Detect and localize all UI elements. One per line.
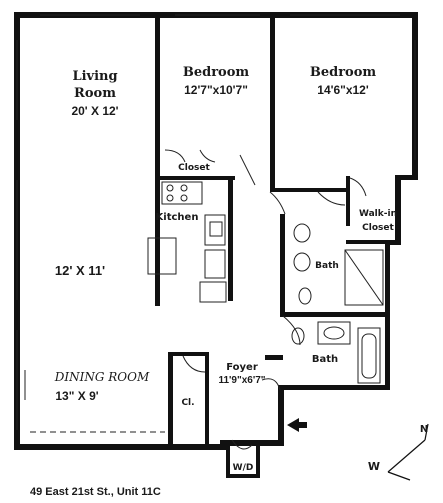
living-room-label-2: Room bbox=[74, 86, 116, 101]
bedroom1-label: Bedroom bbox=[183, 65, 250, 80]
bedroom1-size: 12'7"x10'7" bbox=[184, 83, 248, 97]
walkin-closet-label-2: Closet bbox=[362, 223, 394, 233]
bath1-label: Bath bbox=[315, 261, 339, 271]
closet-label: Closet bbox=[178, 163, 210, 173]
address-label: 49 East 21st St., Unit 11C bbox=[30, 486, 161, 498]
bath2-fixtures bbox=[291, 321, 381, 384]
kitchen-fixtures bbox=[147, 181, 227, 303]
dining-room-size: 13" X 9' bbox=[55, 389, 98, 403]
living-room-label-1: Living bbox=[72, 69, 117, 84]
wd-label: W/D bbox=[233, 463, 254, 473]
interior-walls bbox=[155, 12, 396, 478]
bedroom2-size: 14'6"x12' bbox=[317, 83, 369, 97]
entry-arrow-icon bbox=[287, 418, 307, 432]
cl-label: Cl. bbox=[181, 398, 194, 408]
compass-icon bbox=[387, 423, 429, 481]
foyer-size: 11'9"x6'7" bbox=[218, 375, 265, 386]
bedroom2-label: Bedroom bbox=[310, 65, 377, 80]
bath2-label: Bath bbox=[312, 354, 338, 365]
windows bbox=[16, 14, 416, 430]
bath1-fixtures bbox=[293, 223, 384, 306]
door-swings bbox=[164, 149, 367, 450]
dining-room-label: DINING ROOM bbox=[54, 370, 150, 384]
living-room-size: 20' X 12' bbox=[71, 104, 118, 118]
walkin-closet-label-1: Walk-in bbox=[359, 209, 397, 219]
middle-room-size: 12' X 11' bbox=[55, 263, 105, 278]
compass-north: N bbox=[420, 424, 428, 435]
kitchen-label: Kitchen bbox=[156, 212, 199, 223]
foyer-label: Foyer bbox=[226, 362, 258, 373]
compass-west: W bbox=[368, 460, 380, 473]
